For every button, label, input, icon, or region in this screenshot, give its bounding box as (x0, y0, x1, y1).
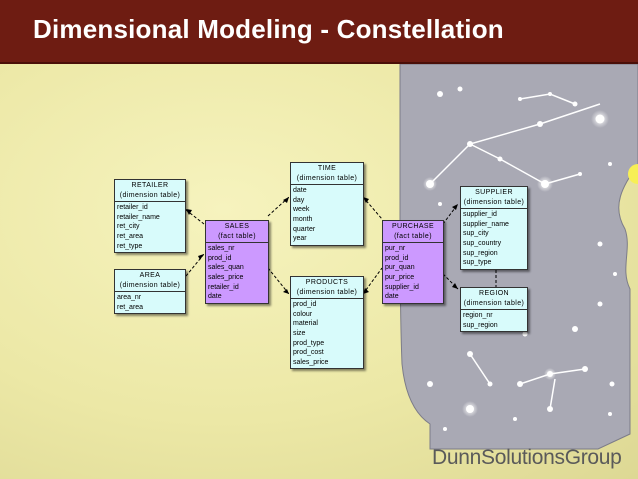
region-table: REGION (dimension table) region_nr sup_r… (460, 287, 528, 333)
table-field: region_nr (463, 312, 493, 320)
retailer-table: RETAILER (dimension table) retailer_id r… (114, 179, 186, 254)
right-edge-glow (628, 164, 638, 184)
supplier-table-kind: (dimension table) (463, 198, 525, 206)
table-field: pur_price (385, 273, 415, 281)
table-field: date (208, 293, 222, 301)
supplier-table: SUPPLIER (dimension table) supplier_id s… (460, 186, 528, 270)
area-table: AREA (dimension table) area_nr ret_area (114, 269, 186, 315)
slide-title: Dimensional Modeling - Constellation (33, 14, 504, 44)
products-table-kind: (dimension table) (296, 288, 358, 296)
table-field: date (293, 187, 307, 195)
table-field: week (293, 206, 310, 214)
table-field: retailer_id (117, 204, 148, 212)
table-field: sales_quan (208, 264, 244, 272)
table-field: sup_city (463, 230, 489, 238)
purchase-table-kind: (fact table) (394, 232, 432, 240)
table-field: material (293, 320, 318, 328)
table-field: sup_region (463, 249, 498, 257)
products-table-name: PRODUCTS (305, 279, 349, 286)
table-field: ret_area (117, 303, 144, 311)
retailer-table-kind: (dimension table) (119, 191, 181, 199)
table-field: sup_region (463, 321, 498, 329)
supplier-table-name: SUPPLIER (475, 189, 513, 196)
table-field: supplier_id (385, 283, 419, 291)
constellation-background (185, 64, 638, 450)
time-table-name: TIME (317, 165, 337, 172)
table-field: area_nr (117, 294, 142, 302)
table-field: day (293, 196, 305, 204)
sales-table-name: SALES (224, 223, 250, 230)
region-table-name: REGION (478, 290, 509, 297)
table-field: ret_city (117, 223, 140, 231)
table-field: retailer_name (117, 213, 160, 221)
time-table-kind: (dimension table) (296, 174, 358, 182)
table-field: sales_price (208, 273, 244, 281)
table-field: date (385, 293, 399, 301)
table-field: sup_type (463, 259, 492, 267)
table-field: sales_price (293, 358, 329, 366)
sales-table-kind: (fact table) (218, 232, 256, 240)
purchase-table-name: PURCHASE (391, 223, 435, 230)
table-field: quarter (293, 225, 316, 233)
table-field: month (293, 215, 313, 223)
sales-fact-table: SALES (fact table) sales_nr prod_id sale… (205, 220, 269, 304)
constellation-glows (423, 110, 609, 417)
table-field: prod_id (208, 254, 232, 262)
table-field: prod_id (385, 254, 409, 262)
table-field: prod_cost (293, 349, 324, 357)
table-field: size (293, 329, 306, 337)
company-logo: DunnSolutionsGroup (432, 446, 622, 469)
table-field: year (293, 235, 307, 243)
table-field: supplier_name (463, 220, 509, 228)
table-field: retailer_id (208, 283, 239, 291)
area-table-name: AREA (139, 272, 161, 279)
table-field: pur_quan (385, 264, 415, 272)
purchase-fact-table: PURCHASE (fact table) pur_nr prod_id pur… (382, 220, 444, 304)
time-table: TIME (dimension table) date day week mon… (290, 162, 364, 246)
slide-content: RETAILER (dimension table) retailer_id r… (0, 64, 638, 479)
region-table-kind: (dimension table) (463, 299, 525, 307)
table-field: colour (293, 310, 313, 318)
table-field: ret_area (117, 232, 144, 240)
table-field: supplier_id (463, 211, 497, 219)
table-field: prod_id (293, 301, 317, 309)
title-bar: Dimensional Modeling - Constellation (0, 0, 638, 64)
table-field: sales_nr (208, 245, 235, 253)
products-table: PRODUCTS (dimension table) prod_id colou… (290, 276, 364, 370)
table-field: ret_type (117, 242, 143, 250)
table-field: prod_type (293, 339, 325, 347)
retailer-table-name: RETAILER (131, 182, 169, 189)
area-table-kind: (dimension table) (119, 281, 181, 289)
table-field: sup_country (463, 239, 502, 247)
table-field: pur_nr (385, 245, 406, 253)
